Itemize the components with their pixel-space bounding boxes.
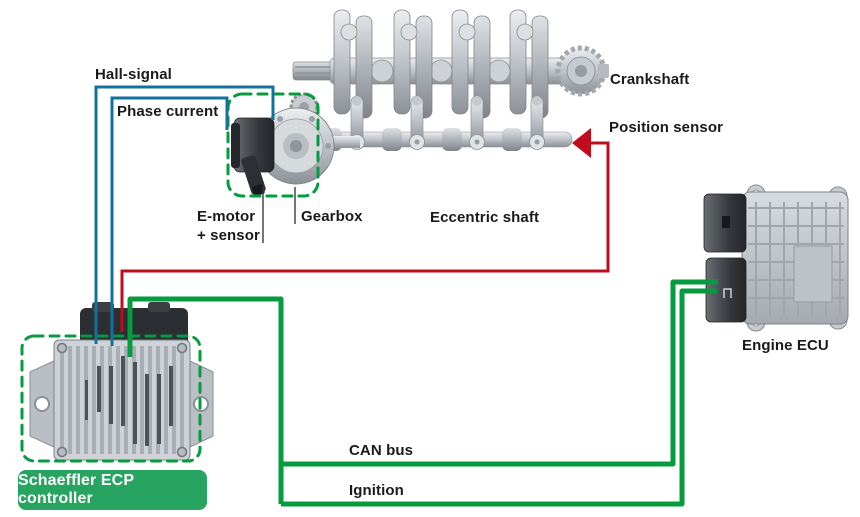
- hall-signal-wire: [94, 85, 275, 344]
- phase-current-wire: [110, 96, 229, 346]
- position-sensor-wire: [120, 141, 610, 332]
- e-motor-sensor-label: E-motor + sensor: [197, 207, 260, 245]
- e-motor-sensor-label-line2: + sensor: [197, 227, 260, 244]
- motor-connector: [241, 155, 266, 196]
- ignition-label: Ignition: [349, 482, 404, 499]
- hall-signal-label: Hall-signal: [95, 66, 172, 83]
- ecp-controller-illustration: [29, 302, 214, 461]
- controller-badge: Schaeffler ECP controller: [18, 470, 207, 510]
- position-sensor-arrow: [572, 128, 591, 158]
- e-motor-gearbox-illustration: [231, 92, 360, 196]
- eccentric-shaft-illustration: [301, 95, 573, 151]
- engine-ecu-illustration: [703, 184, 849, 332]
- crankshaft-label: Crankshaft: [610, 71, 690, 88]
- position-sensor-label: Position sensor: [609, 119, 724, 136]
- engine-ecu-label: Engine ECU: [742, 337, 829, 354]
- controller-dashed-frame: [20, 334, 202, 463]
- can-bus-wire: [281, 279, 718, 467]
- phase-current-label: Phase current: [117, 103, 219, 120]
- ignition-wire: [281, 288, 717, 507]
- crankshaft-illustration: [292, 9, 609, 119]
- gearbox-label: Gearbox: [301, 208, 363, 225]
- e-motor-sensor-label-line1: E-motor: [197, 208, 256, 225]
- can-bus-label: CAN bus: [349, 442, 414, 459]
- eccentric-shaft-label: Eccentric shaft: [430, 209, 540, 226]
- controller-green-wire: [127, 296, 284, 504]
